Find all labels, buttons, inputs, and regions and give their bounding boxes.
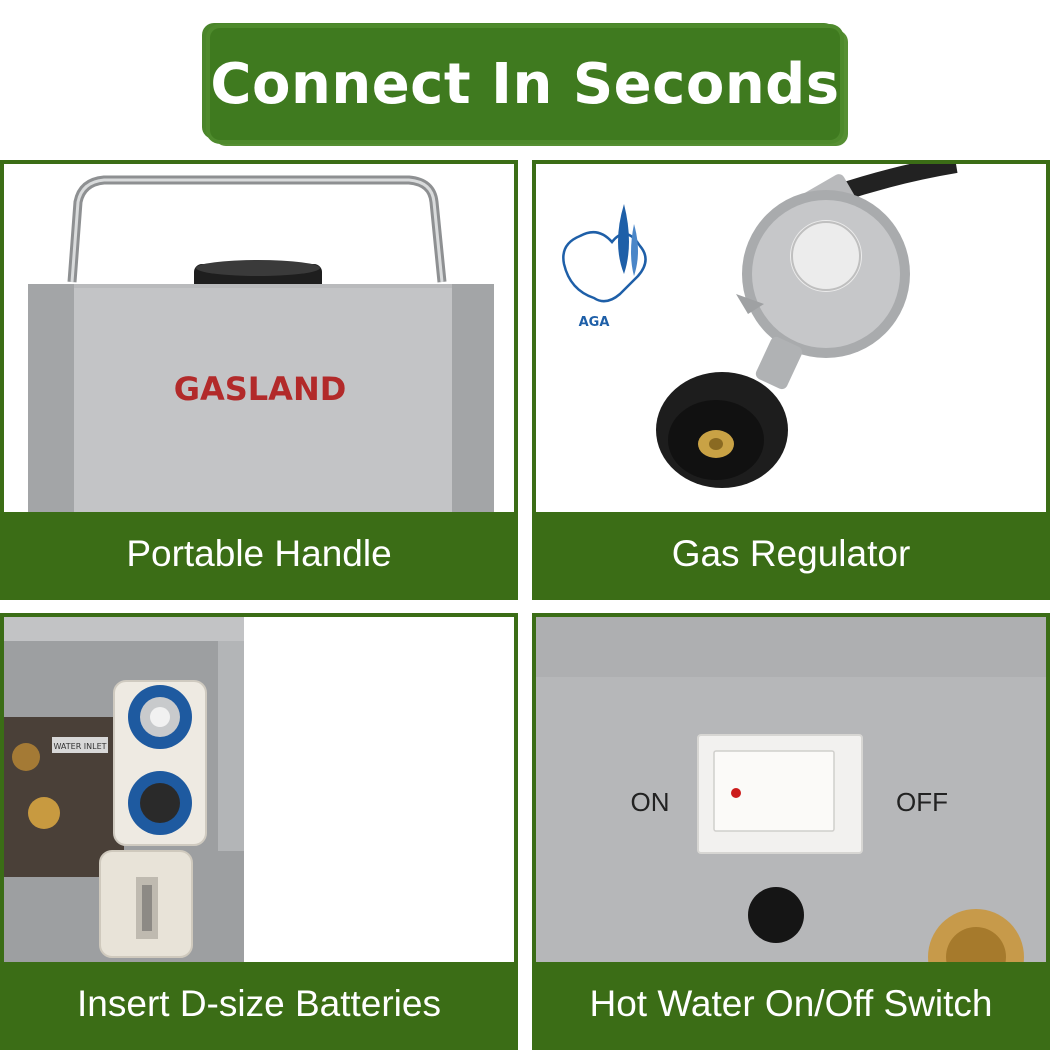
panel-on-off-switch: ON OFF Hot Water On/Off Switch <box>532 613 1050 1050</box>
heater-top-image: GASLAND <box>4 164 514 512</box>
panel-batteries: WATER INLET Insert D-size Batteries <box>0 613 518 1050</box>
caption-batteries: Insert D-size Batteries <box>4 962 514 1046</box>
caption-portable-handle: Portable Handle <box>4 512 514 596</box>
regulator-image: AGA <box>536 164 1046 512</box>
header-banner: Connect In Seconds <box>210 28 840 140</box>
off-label: OFF <box>896 787 948 817</box>
battery-compartment-image: WATER INLET <box>4 617 514 965</box>
svg-text:AGA: AGA <box>579 315 610 330</box>
caption-on-off-switch: Hot Water On/Off Switch <box>536 962 1046 1046</box>
aga-logo: AGA <box>562 204 647 330</box>
page-title: Connect In Seconds <box>210 51 840 117</box>
caption-gas-regulator: Gas Regulator <box>536 512 1046 596</box>
panel-portable-handle: GASLAND Portable Handle <box>0 160 518 600</box>
switch-image: ON OFF <box>536 617 1046 965</box>
panel-gas-regulator: AGA Gas Regulator <box>532 160 1050 600</box>
indicator-dot <box>731 788 741 798</box>
on-label: ON <box>631 787 670 817</box>
water-inlet-label: WATER INLET <box>53 742 106 751</box>
brand-logo: GASLAND <box>174 370 347 408</box>
